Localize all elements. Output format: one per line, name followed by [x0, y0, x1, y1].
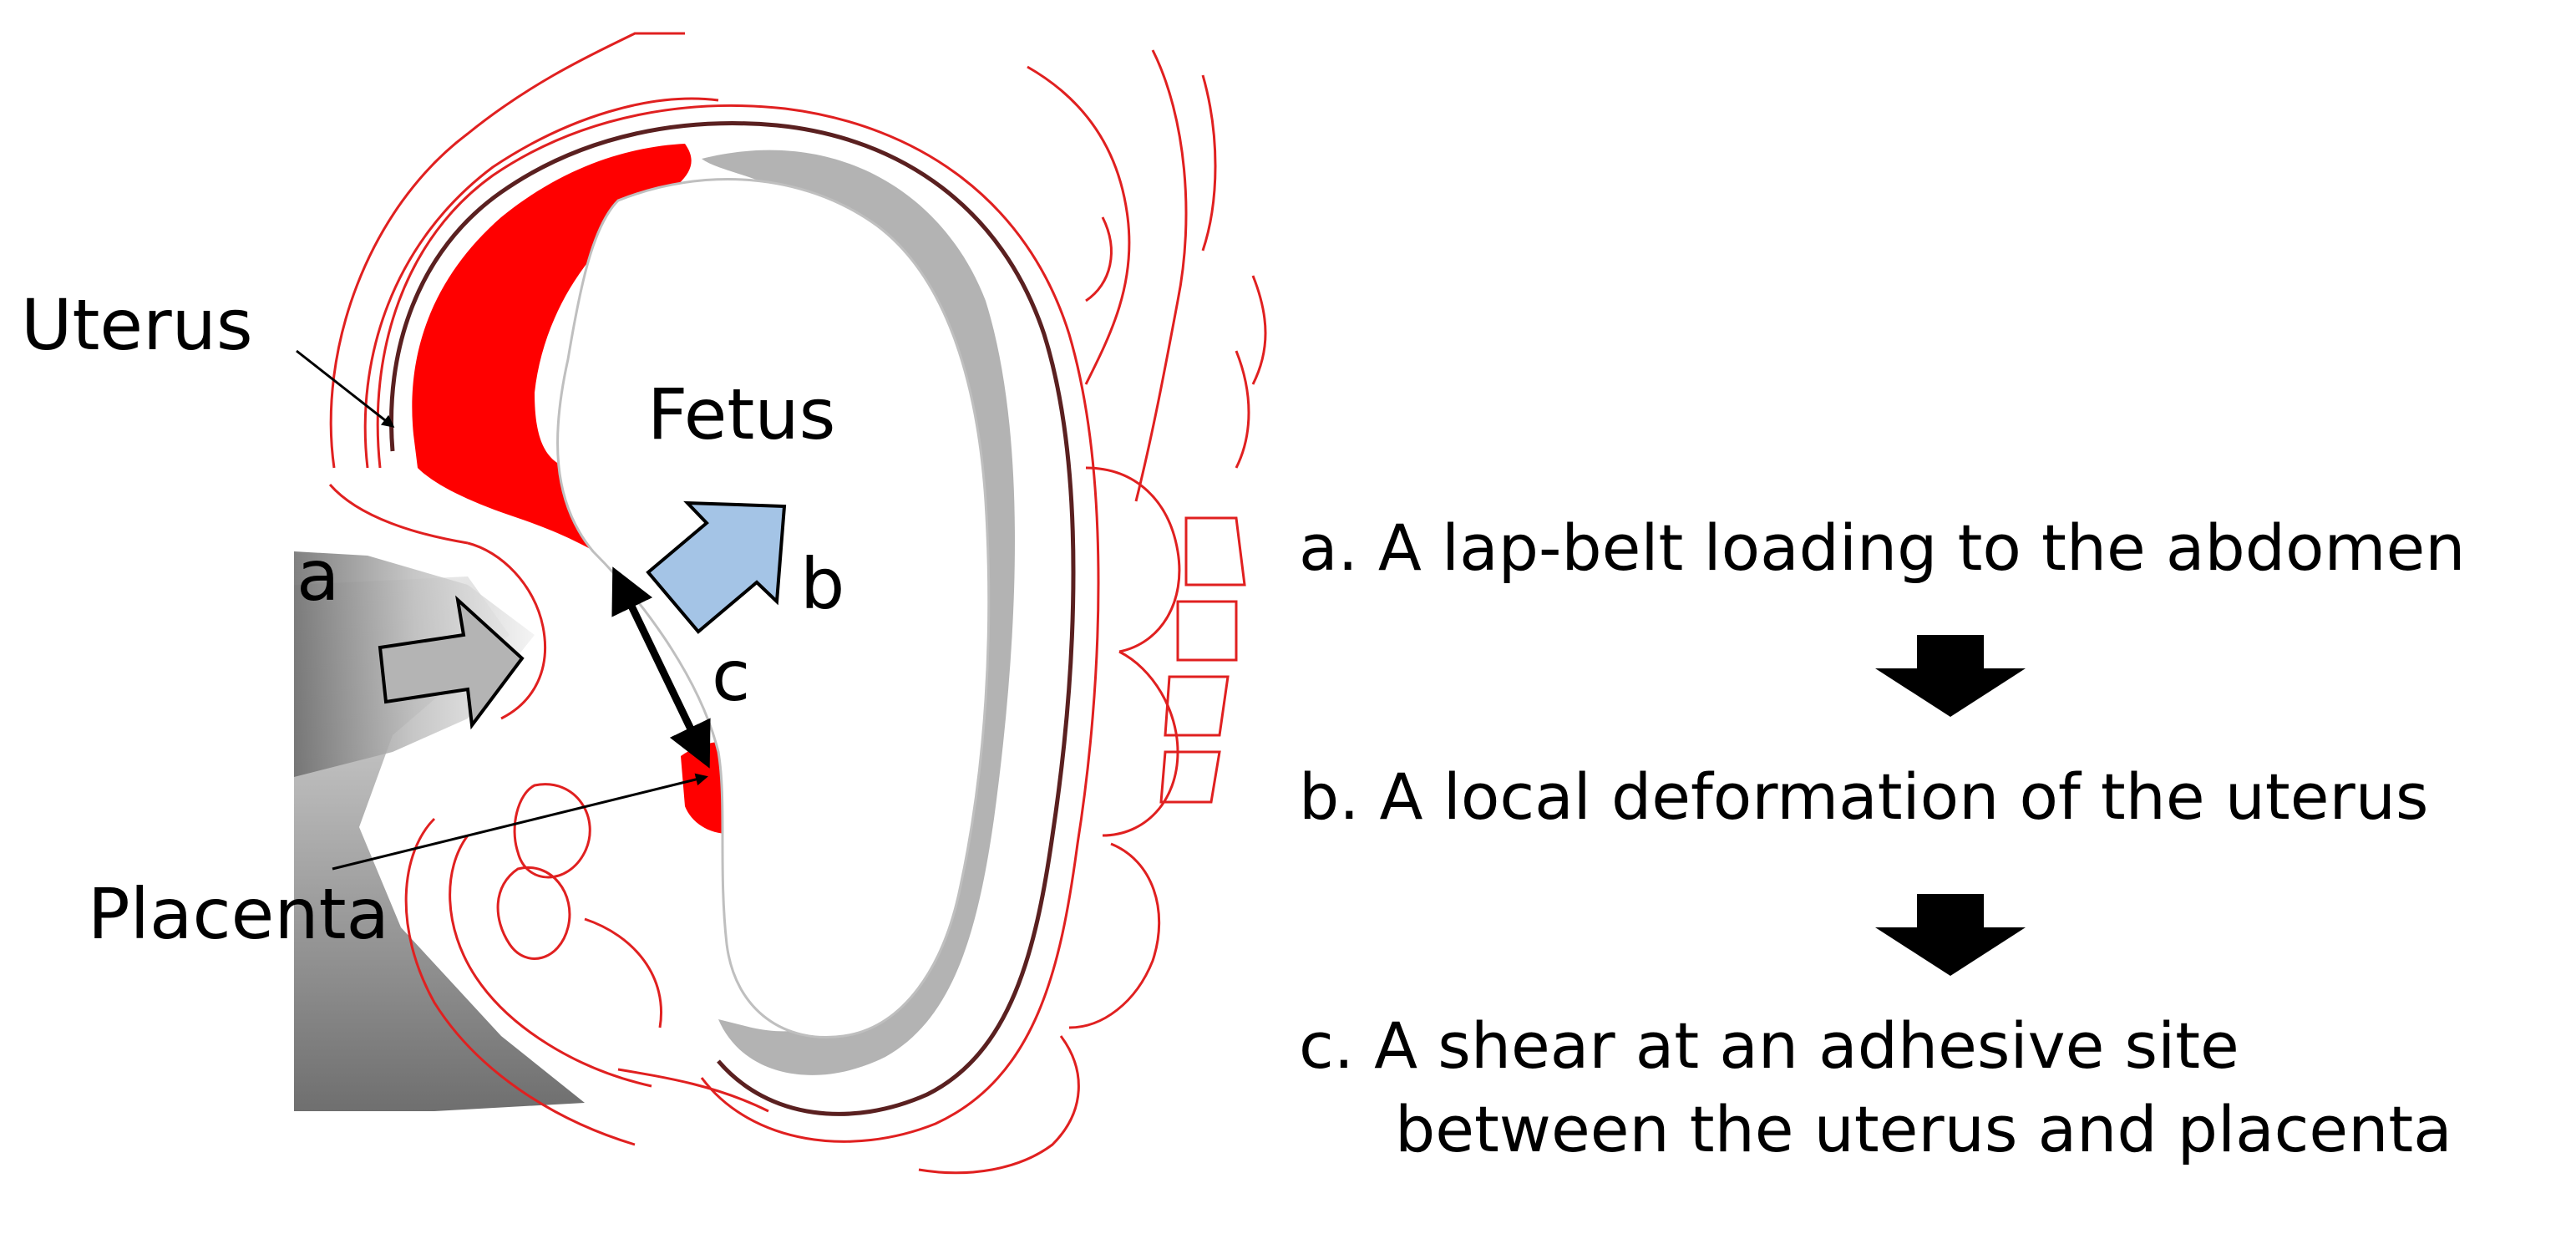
fetus-body [556, 178, 991, 1038]
shear-arrow [611, 566, 711, 769]
label-a: a [297, 535, 339, 617]
maternal-organs-outline [918, 49, 1267, 1175]
placenta-label: Placenta [88, 873, 389, 955]
step-arrow-down-1 [1875, 635, 2026, 717]
label-c: c [712, 635, 750, 717]
uterus-leader-line [296, 349, 395, 428]
step-a-text: a. A lap-belt loading to the abdomen [1299, 510, 2465, 585]
anatomy-model [294, 32, 1267, 1175]
step-c-text-line1: c. A shear at an adhesive site [1299, 1008, 2239, 1083]
placenta-leader-line [332, 773, 708, 871]
abdominal-wall-line [467, 541, 547, 720]
pelvis-outline [404, 783, 769, 1146]
fetus-label: Fetus [647, 373, 835, 455]
step-b-text: b. A local deformation of the uterus [1299, 759, 2429, 834]
step-c-text-line2: between the uterus and placenta [1395, 1092, 2452, 1166]
lap-belt-arrow [378, 595, 525, 730]
label-b: b [800, 543, 844, 625]
uterus-label: Uterus [21, 284, 253, 366]
mechanism-steps: a. A lap-belt loading to the abdomen b. … [1299, 510, 2465, 1166]
uterine-wall-outer [376, 104, 1100, 1143]
step-arrow-down-2 [1875, 894, 2026, 976]
uterine-wall-rim [389, 121, 1076, 1116]
body-outline-inner [363, 97, 719, 469]
body-outline [328, 32, 685, 545]
